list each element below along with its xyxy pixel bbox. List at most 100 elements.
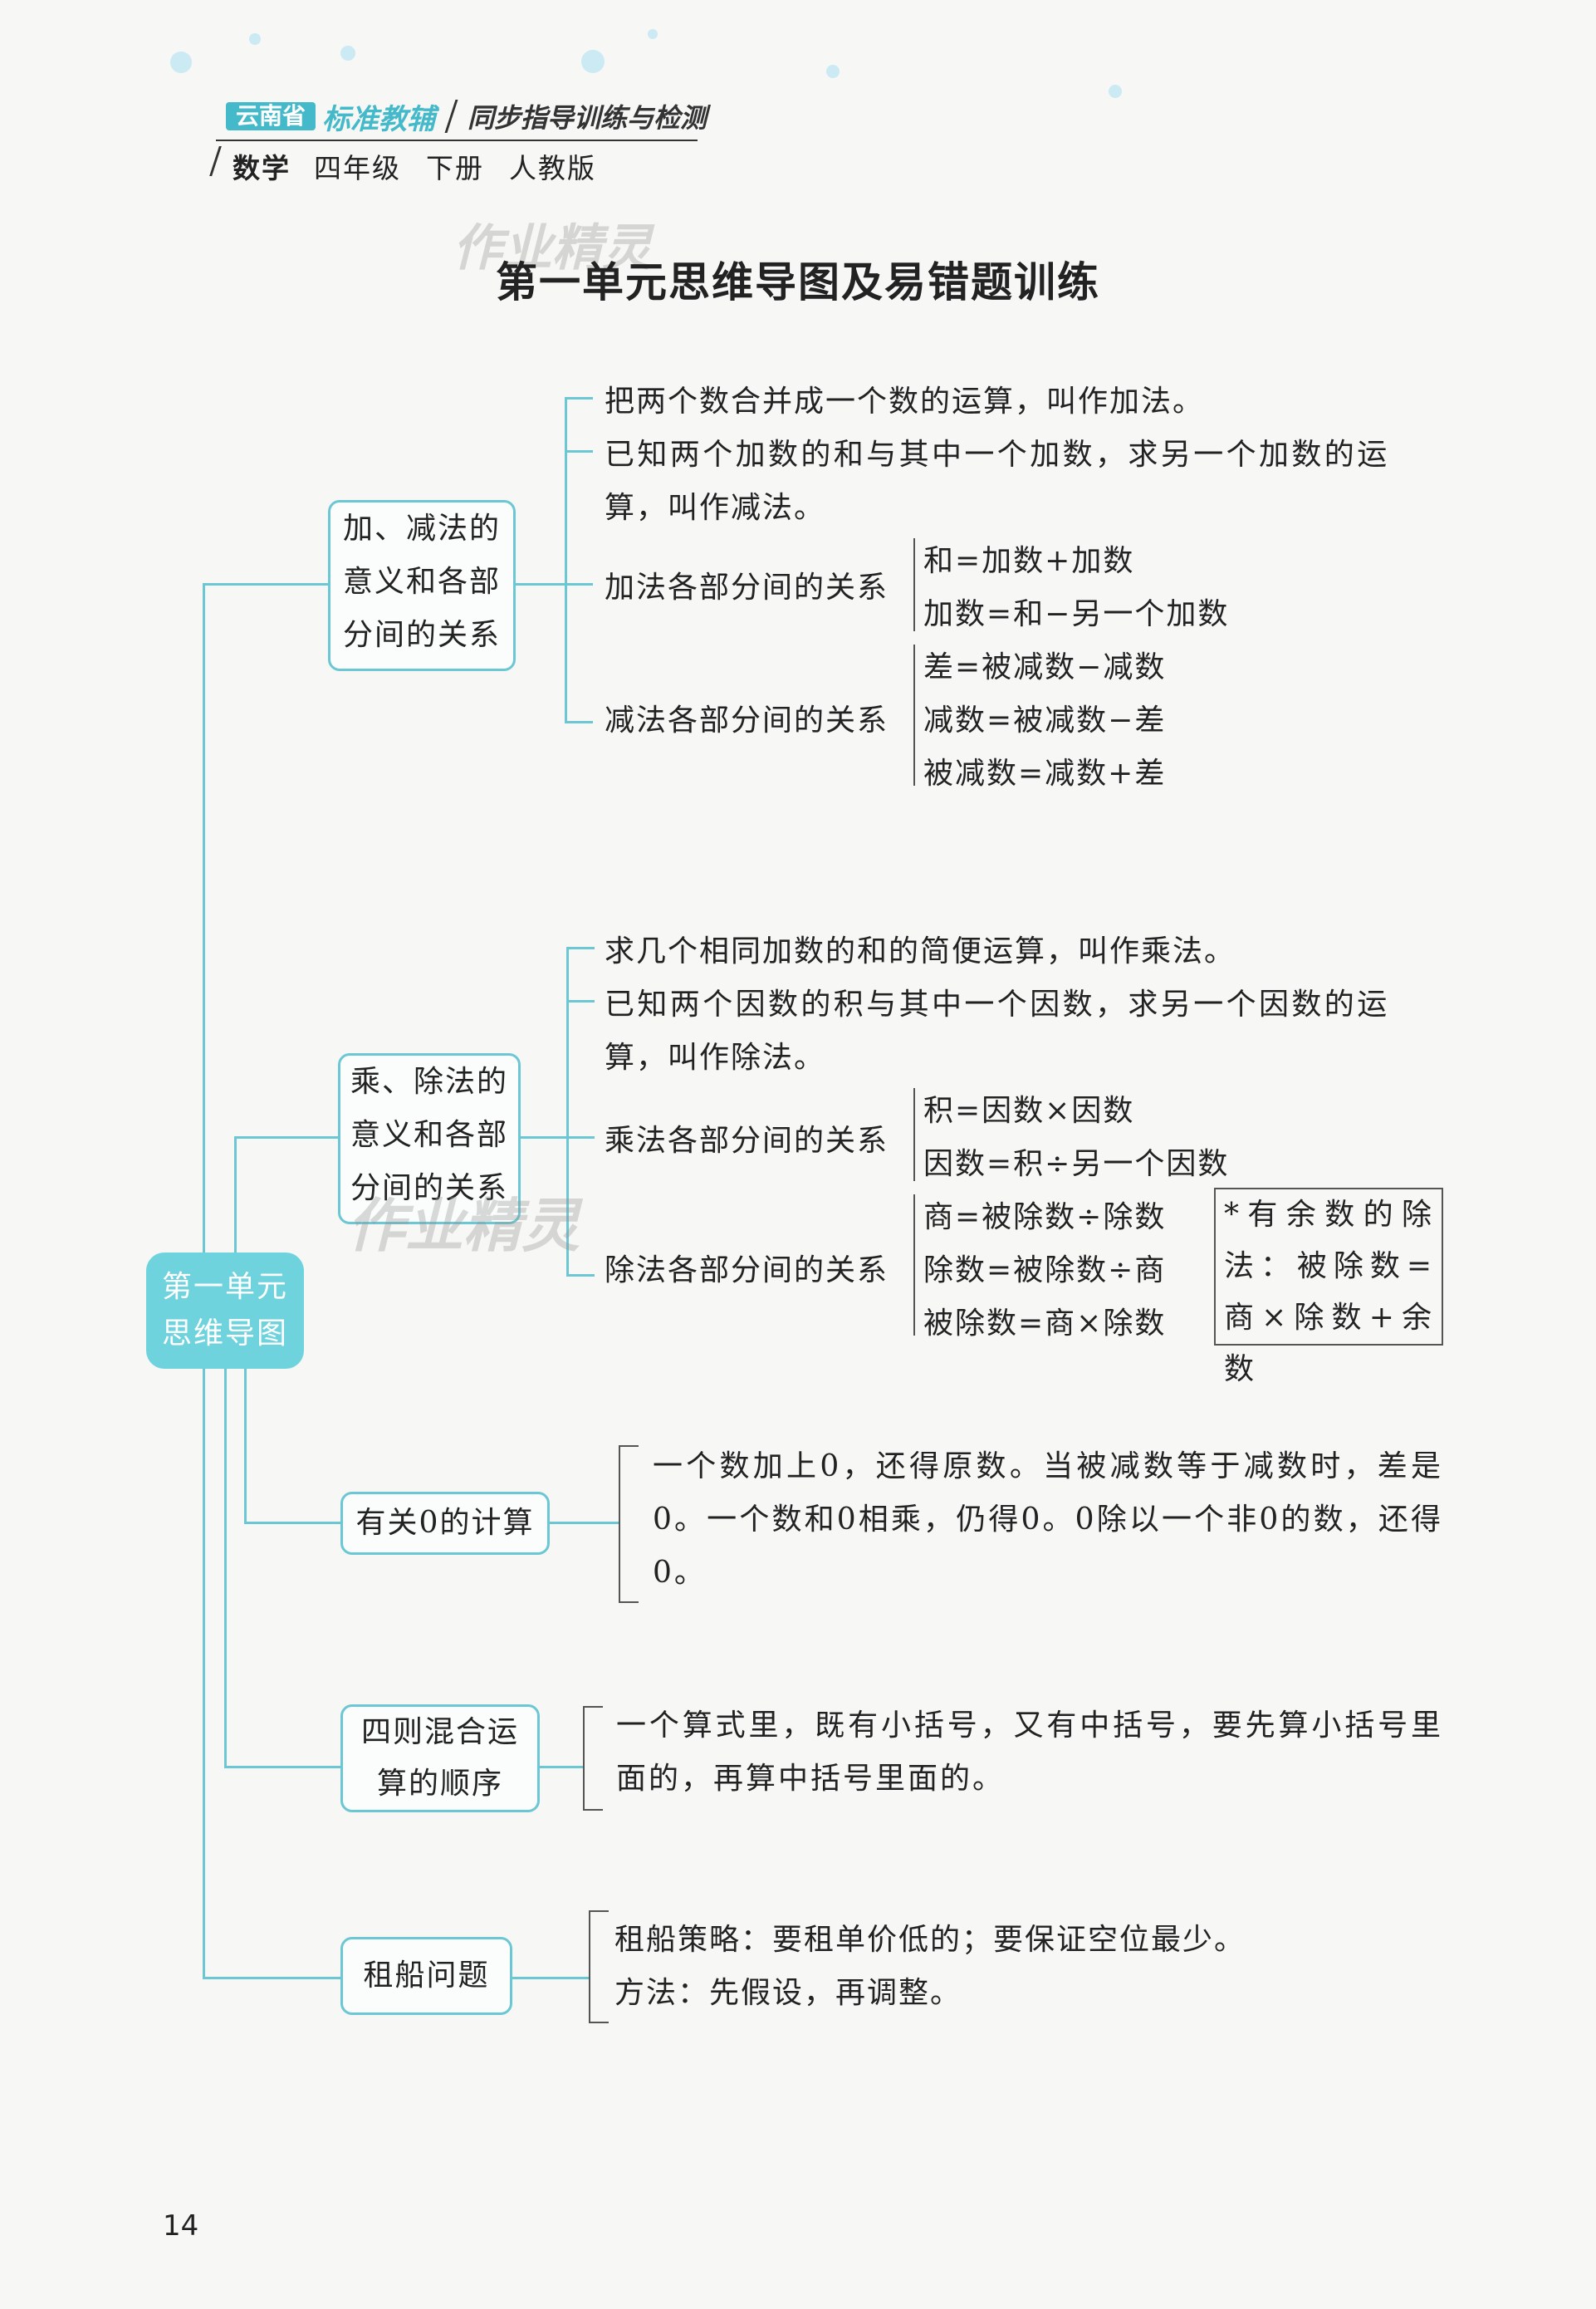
header-tick	[209, 146, 222, 176]
brand-name: 标准教辅	[322, 102, 436, 136]
bracket-order-bottom	[583, 1809, 603, 1811]
bracket-boat	[589, 1910, 590, 2023]
node-zero: 有关0的计算	[340, 1492, 550, 1555]
spine-line-4	[244, 1369, 247, 1523]
root-node: 第一单元 思维导图	[146, 1253, 304, 1369]
branch-line-addsub	[203, 583, 329, 586]
def-multiplication: 求几个相同加数的和的简便运算，叫作乘法。	[605, 934, 1236, 968]
div-rel-3: 被除数=商×除数	[923, 1306, 1167, 1341]
add-rel-1: 和=加数+加数	[923, 544, 1135, 578]
node-order: 四则混合运 算的顺序	[340, 1704, 540, 1812]
branch-line-boat	[203, 1977, 340, 1979]
decor-dot	[648, 29, 658, 39]
def-division-2: 算，叫作除法。	[605, 1041, 826, 1075]
header-rule	[216, 140, 698, 141]
fan-tick	[565, 721, 593, 723]
node-line: 算的顺序	[376, 1767, 503, 1801]
watermark-mid: 作业精灵	[347, 1192, 580, 1260]
root-line-2: 思维导图	[161, 1316, 288, 1351]
node-line: 意义和各部	[350, 1118, 508, 1152]
root-line-1: 第一单元	[161, 1270, 288, 1304]
def-division-1: 已知两个因数的积与其中一个因数，求另一个因数的运	[605, 988, 1390, 1022]
brace-sub-rel	[913, 645, 915, 786]
div-rel-1: 商=被除数÷除数	[923, 1200, 1167, 1234]
decor-dot	[340, 46, 355, 61]
link-addsub	[516, 583, 565, 586]
fan-tick	[565, 583, 593, 586]
def-subtraction-2: 算，叫作减法。	[605, 491, 826, 525]
page-title: 第一单元思维导图及易错题训练	[496, 257, 1100, 306]
brand-separator	[444, 100, 458, 133]
edition: 人教版	[509, 152, 596, 184]
sub-rel-2: 减数=被减数−差	[923, 703, 1167, 738]
fan-tick	[566, 947, 595, 949]
fan-tick	[566, 1136, 595, 1139]
bracket-boat-bottom	[589, 2022, 609, 2023]
page-number: 14	[163, 2209, 199, 2243]
fan-tick	[566, 1000, 595, 1003]
brace-mul-rel	[913, 1088, 915, 1181]
decor-dot	[1109, 85, 1122, 98]
series-name: 同步指导训练与检测	[468, 102, 707, 134]
branch-line-muldiv	[234, 1136, 339, 1139]
div-rel-label: 除法各部分间的关系	[605, 1253, 889, 1287]
sub-rel-3: 被减数=减数+差	[923, 757, 1167, 791]
add-rel-2: 加数=和−另一个加数	[923, 597, 1230, 631]
node-muldiv: 乘、除法的 意义和各部 分间的关系	[338, 1053, 521, 1224]
header-brand: 云南省 标准教辅 同步指导训练与检测	[226, 100, 707, 136]
link-zero	[549, 1522, 619, 1524]
fan-tick	[566, 1274, 595, 1277]
node-line: 租船问题	[363, 1958, 490, 1993]
mul-rel-2: 因数=积÷另一个因数	[923, 1147, 1230, 1181]
decor-dot	[581, 50, 605, 73]
remainder-note: *有余数的除法：被除数=商×除数+余数	[1214, 1188, 1443, 1386]
node-addsub: 加、减法的 意义和各部 分间的关系	[328, 500, 516, 671]
subject: 数学	[233, 152, 291, 184]
sub-rel-1: 差=被减数−减数	[923, 650, 1167, 684]
link-boat	[512, 1977, 589, 1979]
bracket-zero-bottom	[619, 1601, 639, 1603]
node-line: 加、减法的	[342, 512, 501, 546]
order-rule: 一个算式里，既有小括号，又有中括号，要先算小括号里面的，再算中括号里面的。	[616, 1708, 1443, 1796]
mul-rel-label: 乘法各部分间的关系	[605, 1124, 889, 1158]
decor-dot	[170, 51, 192, 73]
bracket-zero	[619, 1445, 620, 1603]
node-line: 意义和各部	[342, 565, 501, 599]
zero-rules: 一个数加上0，还得原数。当被减数等于减数时，差是0。一个数和0相乘，仍得0。0除…	[653, 1449, 1443, 1590]
def-subtraction-1: 已知两个加数的和与其中一个加数，求另一个加数的运	[605, 438, 1390, 472]
boat-method: 方法：先假设，再调整。	[614, 1976, 962, 2010]
node-boat: 租船问题	[340, 1937, 512, 2015]
spine-line-2	[234, 1136, 237, 1253]
div-rel-2: 除数=被除数÷商	[923, 1253, 1167, 1287]
bracket-order	[583, 1706, 585, 1811]
node-line: 分间的关系	[342, 618, 501, 652]
fan-tick	[565, 450, 593, 453]
decor-dot	[826, 65, 840, 78]
grade: 四年级	[314, 152, 401, 184]
header-meta: 数学四年级下册人教版	[233, 146, 621, 186]
bracket-order-top	[583, 1706, 603, 1708]
watermark-top: 作业精灵	[453, 219, 652, 277]
bracket-boat-top	[589, 1910, 609, 1912]
fan-muldiv	[566, 947, 569, 1276]
link-order	[540, 1766, 583, 1768]
volume: 下册	[426, 152, 484, 184]
spine-line-3	[224, 1369, 227, 1767]
fan-tick	[565, 397, 593, 400]
sub-rel-label: 减法各部分间的关系	[605, 703, 889, 738]
node-line: 乘、除法的	[350, 1065, 508, 1099]
add-rel-label: 加法各部分间的关系	[605, 571, 889, 605]
brace-div-rel	[913, 1194, 915, 1336]
brace-add-rel	[913, 538, 915, 631]
decor-dot	[249, 33, 261, 45]
mul-rel-1: 积=因数×因数	[923, 1094, 1135, 1128]
brand-badge: 云南省	[226, 102, 316, 130]
fan-addsub	[565, 397, 567, 723]
link-muldiv	[521, 1136, 567, 1139]
branch-line-zero	[244, 1522, 340, 1524]
node-line: 有关0的计算	[355, 1506, 535, 1540]
bracket-zero-top	[619, 1445, 639, 1447]
boat-strategy: 租船策略：要租单价低的；要保证空位最少。	[614, 1923, 1246, 1957]
def-addition: 把两个数合并成一个数的运算，叫作加法。	[605, 385, 1205, 419]
node-line: 分间的关系	[350, 1171, 508, 1205]
